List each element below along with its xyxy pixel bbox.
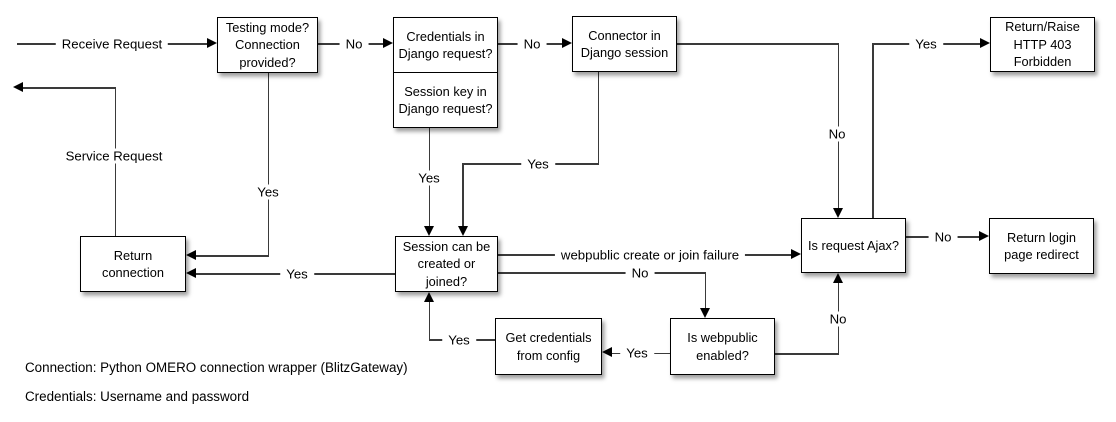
node-session-created-joined: Session can be created or joined? bbox=[395, 236, 498, 292]
label-no-testing: No bbox=[339, 36, 369, 52]
flow-line bbox=[462, 163, 464, 226]
arrowhead-down-icon bbox=[424, 226, 434, 236]
arrowhead-right-icon bbox=[791, 249, 801, 259]
arrowhead-down-icon bbox=[700, 308, 710, 318]
node-get-credentials-config: Get credentials from config bbox=[495, 318, 602, 375]
node-connector-in-session: Connector in Django session bbox=[572, 16, 677, 72]
arrowhead-left-icon bbox=[186, 268, 196, 278]
node-credentials-in-request: Credentials in Django request? bbox=[394, 18, 497, 73]
label-no-connector: No bbox=[822, 126, 852, 142]
node-credentials-session-key: Credentials in Django request? Session k… bbox=[393, 17, 498, 128]
note-connection: Connection: Python OMERO connection wrap… bbox=[25, 360, 408, 375]
flow-line bbox=[837, 43, 840, 209]
label-yes-http403: Yes bbox=[909, 36, 943, 52]
flow-line bbox=[597, 72, 600, 164]
flow-line bbox=[428, 302, 431, 339]
label-no-ajax: No bbox=[928, 229, 958, 245]
label-yes-connector: Yes bbox=[521, 156, 555, 172]
label-no-webpublic: No bbox=[823, 311, 853, 327]
label-yes-session: Yes bbox=[280, 266, 314, 282]
label-no-session: No bbox=[625, 265, 655, 281]
flow-line bbox=[196, 255, 269, 257]
arrowhead-right-icon bbox=[207, 38, 217, 48]
arrowhead-left-icon bbox=[602, 347, 612, 357]
node-is-webpublic-enabled: Is webpublic enabled? bbox=[670, 318, 775, 375]
flow-line bbox=[775, 353, 839, 355]
arrowhead-right-icon bbox=[383, 38, 393, 48]
arrowhead-left-icon bbox=[186, 250, 196, 260]
arrowhead-right-icon bbox=[980, 38, 990, 48]
node-return-login-redirect: Return login page redirect bbox=[989, 218, 1094, 274]
label-no-credentials: No bbox=[517, 36, 547, 52]
node-testing-mode: Testing mode? Connection provided? bbox=[217, 17, 318, 73]
arrowhead-right-icon bbox=[979, 231, 989, 241]
label-yes-testing: Yes bbox=[251, 184, 285, 200]
arrowhead-left-icon bbox=[13, 82, 23, 92]
flow-line bbox=[23, 87, 115, 89]
label-yes-webpublic: Yes bbox=[620, 345, 654, 361]
node-return-connection: Return connection bbox=[80, 236, 186, 292]
flow-line bbox=[498, 272, 706, 274]
arrowhead-up-icon bbox=[833, 273, 843, 283]
flow-line bbox=[872, 43, 874, 218]
arrowhead-down-icon bbox=[833, 208, 843, 218]
label-yes-getcred: Yes bbox=[442, 332, 476, 348]
node-is-request-ajax: Is request Ajax? bbox=[801, 218, 906, 273]
flow-line bbox=[704, 272, 707, 308]
flow-line bbox=[267, 73, 270, 255]
label-yes-session-key: Yes bbox=[412, 170, 446, 186]
arrowhead-down-icon bbox=[458, 226, 468, 236]
node-session-key-in-request: Session key in Django request? bbox=[398, 83, 493, 117]
flow-line bbox=[677, 43, 839, 45]
node-return-http-403: Return/Raise HTTP 403 Forbidden bbox=[990, 17, 1095, 72]
label-receive-request: Receive Request bbox=[55, 36, 169, 52]
arrowhead-right-icon bbox=[562, 38, 572, 48]
note-credentials: Credentials: Username and password bbox=[25, 389, 250, 404]
label-webpublic-failure: webpublic create or join failure bbox=[554, 247, 746, 263]
label-service-request: Service Request bbox=[59, 148, 169, 164]
arrowhead-up-icon bbox=[424, 292, 434, 302]
